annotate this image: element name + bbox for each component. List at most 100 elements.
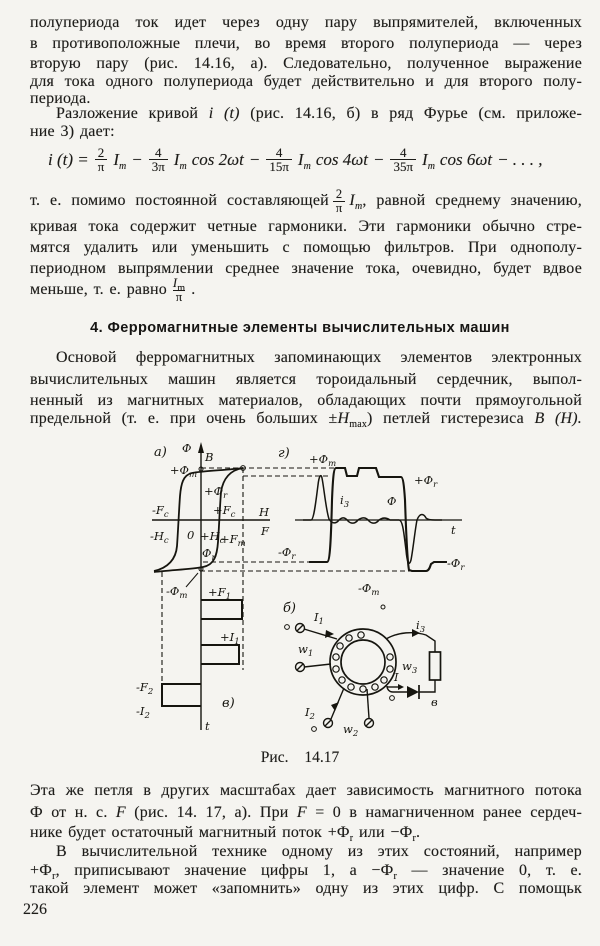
- numerator: 4: [275, 145, 283, 160]
- current-I-arrowhead-icon: [398, 684, 404, 690]
- label-plus-f1: +F1: [208, 585, 231, 602]
- text-line: периодном выпрямлении среднее значение т…: [30, 260, 582, 277]
- label-plus-f-c: +Fc: [213, 503, 236, 520]
- panel-g-tag: г): [278, 446, 290, 461]
- symbol-Im: Im: [422, 149, 435, 172]
- dashed-construction-lines: [161, 467, 410, 684]
- pulse-i1: [201, 644, 240, 665]
- page-number: 226: [23, 901, 47, 918]
- flux-waveform: [309, 466, 447, 573]
- text-run: т. е. помимо постоянной составляющей: [30, 191, 329, 209]
- symbol-Im: Im: [173, 149, 187, 172]
- turn: [338, 676, 346, 684]
- denominator: 35π: [390, 159, 417, 173]
- text-run: Разложение кривой: [56, 105, 209, 122]
- numerator: Im: [172, 276, 186, 294]
- label-minus-f2: -F2: [136, 680, 153, 697]
- load-to-diode-wire: [419, 680, 436, 693]
- w3-top-lead: [385, 631, 436, 652]
- turn: [347, 683, 355, 691]
- text-run: или −Ф: [353, 824, 413, 841]
- formula-tail: − . . . ,: [497, 149, 543, 169]
- t-axis-label: t: [451, 523, 456, 537]
- core-outer: [329, 628, 397, 696]
- denominator: π: [172, 289, 186, 304]
- axis-arrow-icon: [198, 442, 204, 453]
- figure-caption: Рис. 14.17: [260, 749, 340, 766]
- text-run: Ф от н. с.: [30, 804, 116, 821]
- text-run: = 0 в намагниченном ранее сердеч-: [306, 804, 582, 821]
- denominator: 15π: [266, 159, 292, 173]
- text-run: ) петлей гистерезиса: [367, 410, 535, 427]
- text-run: (рис. 14.16, б) в ряд Фурье (см. приложе…: [239, 105, 583, 122]
- text-line: Ф от н. с. F (рис. 14. 17, а). При F = 0…: [30, 803, 582, 822]
- denominator: π: [94, 159, 108, 173]
- loop-descending-branch: [153, 467, 244, 572]
- phi-axis-label: Φ: [182, 441, 191, 455]
- terminal-slash: [365, 719, 373, 727]
- h-label: H: [258, 505, 270, 519]
- label-minus-phi-m: -Φm: [358, 581, 379, 598]
- text-line: Основой ферромагнитных запоминающих элем…: [56, 349, 582, 366]
- label-i3: i3: [416, 618, 425, 635]
- cos-term: cos 2ωt: [191, 149, 244, 169]
- text-run: .: [416, 824, 421, 841]
- label-phi: Φ: [387, 494, 396, 508]
- label-plus-h-c: +Hc: [200, 529, 225, 546]
- numerator: 4: [155, 145, 162, 160]
- text-run: предельной (т. е. при очень больших ±: [30, 410, 338, 427]
- label-output-v: в: [431, 695, 438, 709]
- turn: [357, 631, 365, 639]
- terminal-slash: [324, 719, 332, 727]
- text-line: +Фr, приписывают значение цифры 1, а −Фr…: [30, 861, 583, 882]
- turn: [380, 676, 388, 684]
- text-line: Эта же петля в других масштабах дает зав…: [30, 782, 582, 799]
- text-run: — значение 0, т. е.: [397, 862, 583, 879]
- label-plus-i1: +I1: [220, 630, 240, 647]
- text-line: такой элемент может «запомнить» одну из …: [30, 880, 582, 897]
- pulse-f1: [201, 599, 243, 620]
- text-line: В вычислительной технике одному из этих …: [56, 843, 582, 860]
- w2-right-lead: [366, 688, 370, 719]
- label-I1: I1: [313, 610, 324, 627]
- label-minus-phi-m: -Φm: [166, 584, 187, 601]
- subscript: r: [52, 871, 56, 882]
- terminal: [294, 622, 306, 634]
- terminal-slash: [296, 663, 304, 671]
- turn: [332, 653, 340, 661]
- label-plus-f-m: +Fm: [220, 532, 246, 549]
- numerator: 4: [399, 145, 407, 160]
- pointer-line: [185, 572, 199, 588]
- denominator: 3π: [148, 159, 168, 173]
- label-minus-h-c: -Hc: [150, 529, 169, 546]
- panel-a-tag: а): [154, 445, 167, 460]
- origin-label: 0: [187, 528, 194, 542]
- label-I2: I2: [304, 705, 315, 722]
- label-plus-phi-m: +Φm: [309, 452, 336, 469]
- current-i3-waveform: [303, 474, 442, 564]
- text-line: периода.: [30, 90, 91, 107]
- label-current-I: I: [393, 670, 399, 684]
- text-line: для тока одного полупериода будет действ…: [30, 73, 582, 90]
- math-var: F: [115, 804, 126, 821]
- panel-v-pulses: +F1 +I1 -F2 -I2 в) t: [136, 585, 243, 733]
- text-line: нике будет остаточный магнитный поток +Ф…: [30, 823, 582, 844]
- label-minus-f-c: -Fc: [152, 503, 169, 520]
- label-minus-phi-r-right: -Φr: [447, 556, 465, 573]
- symbol-Im: Im: [113, 149, 127, 172]
- turn: [345, 634, 353, 642]
- numerator: 2: [97, 145, 105, 160]
- label-minus-i2: -I2: [136, 704, 150, 721]
- denominator: π: [332, 200, 346, 215]
- core-inner: [340, 639, 386, 685]
- text-line: вычислительных машин является тороидальн…: [30, 371, 582, 388]
- terminal: [294, 661, 306, 673]
- panel-b-core-circuit: б) I1 w1 I2 w2 w3 i3 I в: [283, 601, 442, 739]
- label-plus-phi-r: +Φr: [414, 473, 438, 490]
